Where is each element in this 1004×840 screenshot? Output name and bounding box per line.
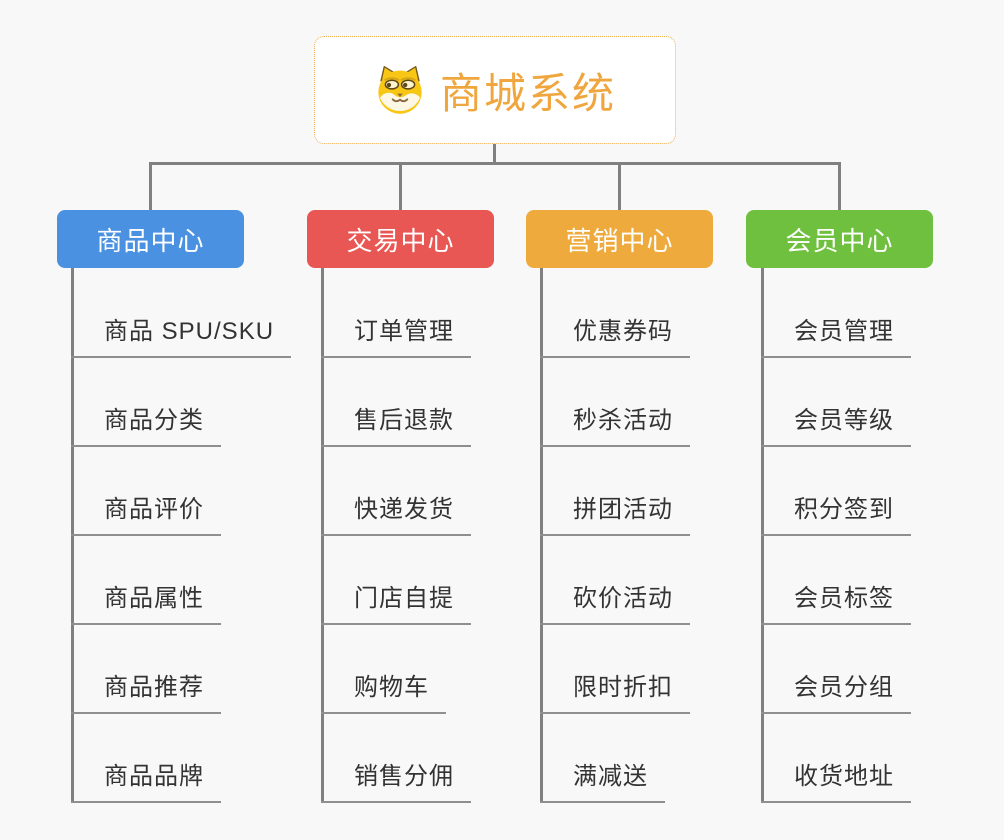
leaf-item[interactable]: 拼团活动 <box>540 494 690 536</box>
leaf-item[interactable]: 购物车 <box>321 672 446 714</box>
leaf-item[interactable]: 商品属性 <box>71 583 221 625</box>
branch-node-marketing-center[interactable]: 营销中心 <box>526 210 713 268</box>
connector-drop-1 <box>149 162 152 210</box>
branch-node-product-center[interactable]: 商品中心 <box>57 210 244 268</box>
branch-node-member-center[interactable]: 会员中心 <box>746 210 933 268</box>
leaf-item[interactable]: 商品品牌 <box>71 761 221 803</box>
leaf-item[interactable]: 会员管理 <box>761 316 911 358</box>
connector-drop-3 <box>618 162 621 210</box>
connector-drop-4 <box>838 162 841 210</box>
connector-bus <box>149 162 841 165</box>
root-node[interactable]: 商城系统 <box>314 36 676 144</box>
leaf-item[interactable]: 门店自提 <box>321 583 471 625</box>
leaf-item[interactable]: 快递发货 <box>321 494 471 536</box>
connector-root-stem <box>493 144 496 164</box>
leaf-item[interactable]: 收货地址 <box>761 761 911 803</box>
connector-drop-2 <box>399 162 402 210</box>
leaf-item[interactable]: 会员分组 <box>761 672 911 714</box>
leaf-item[interactable]: 售后退款 <box>321 405 471 447</box>
leaf-item[interactable]: 砍价活动 <box>540 583 690 625</box>
leaf-item[interactable]: 销售分佣 <box>321 761 471 803</box>
leaf-item[interactable]: 订单管理 <box>321 316 471 358</box>
leaf-item[interactable]: 秒杀活动 <box>540 405 690 447</box>
leaf-item[interactable]: 商品评价 <box>71 494 221 536</box>
leaf-item[interactable]: 商品推荐 <box>71 672 221 714</box>
leaf-item[interactable]: 满减送 <box>540 761 665 803</box>
leaf-item[interactable]: 限时折扣 <box>540 672 690 714</box>
leaf-item[interactable]: 积分签到 <box>761 494 911 536</box>
leaf-item[interactable]: 会员等级 <box>761 405 911 447</box>
leaf-item[interactable]: 商品分类 <box>71 405 221 447</box>
leaf-item[interactable]: 会员标签 <box>761 583 911 625</box>
dog-face-icon <box>378 66 422 114</box>
branch-node-trade-center[interactable]: 交易中心 <box>307 210 494 268</box>
root-title: 商城系统 <box>439 69 616 117</box>
leaf-item[interactable]: 商品 SPU/SKU <box>71 316 292 358</box>
leaf-item[interactable]: 优惠券码 <box>540 316 690 358</box>
